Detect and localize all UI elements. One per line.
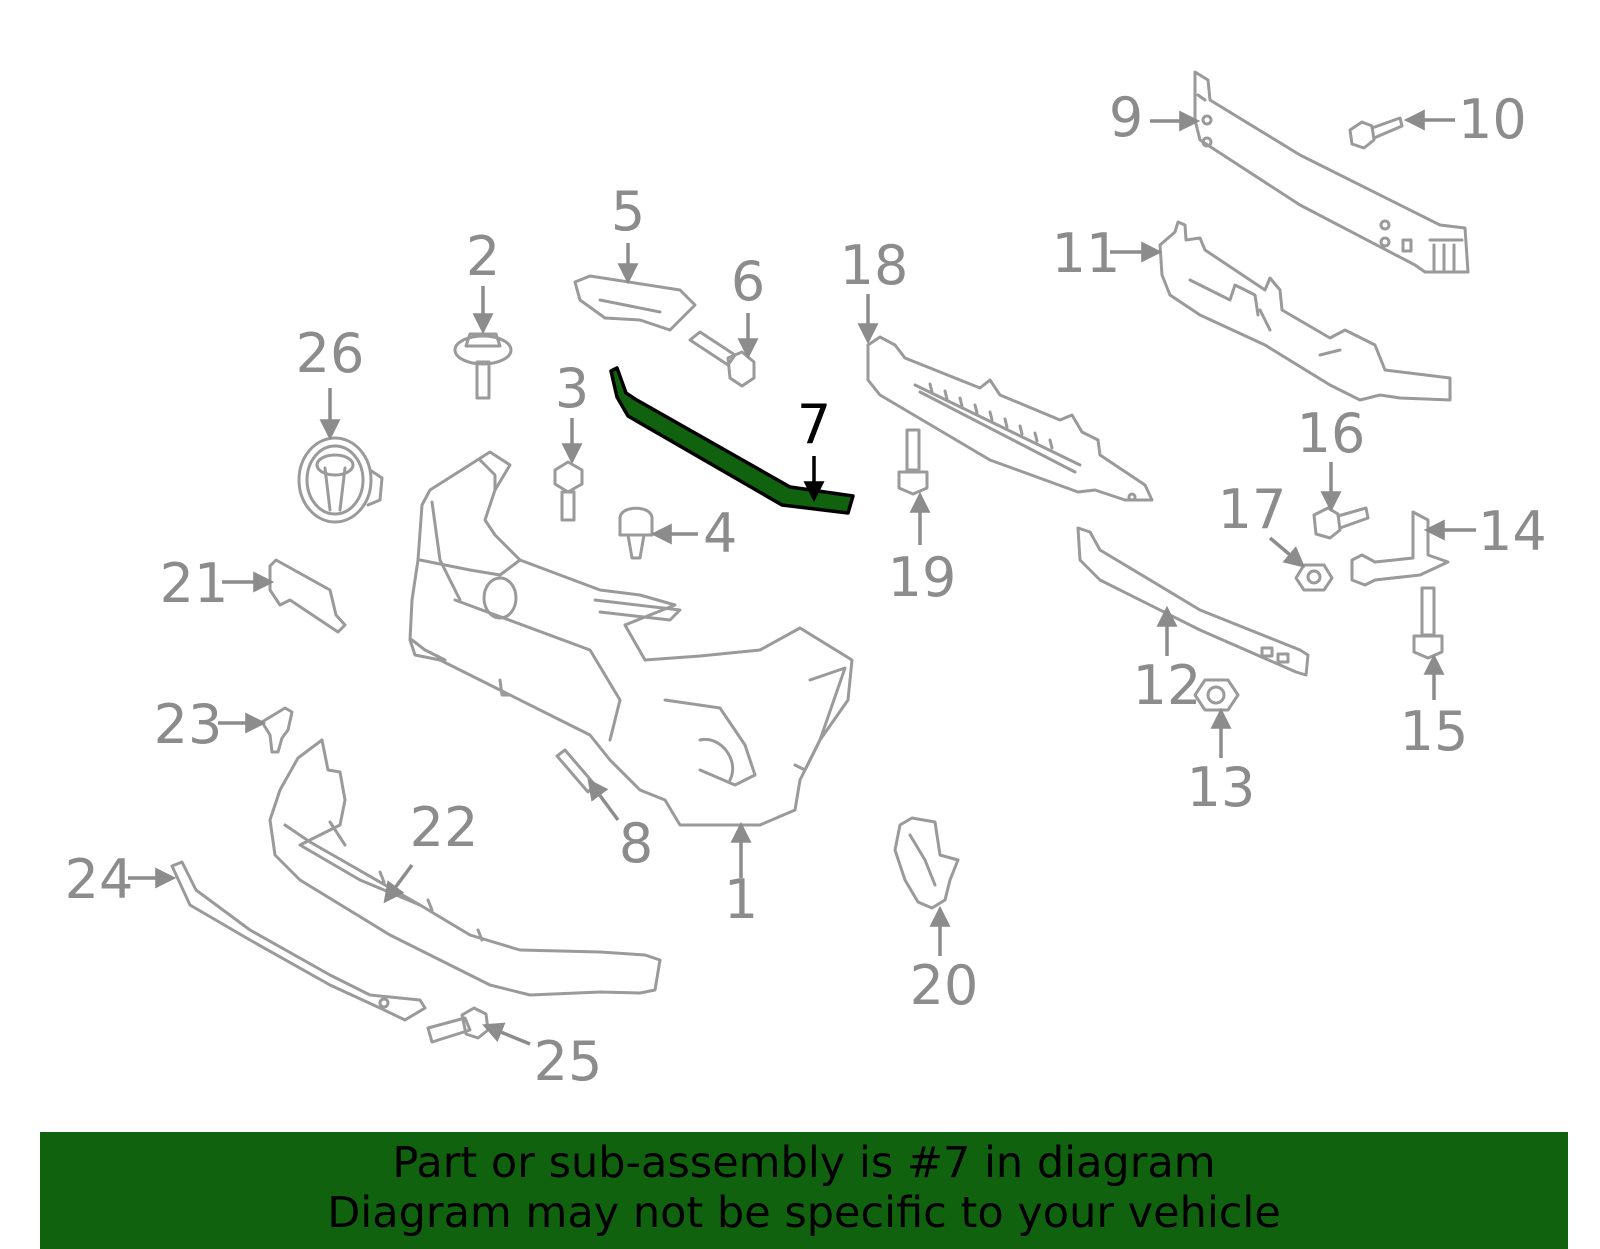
callout-8: 8 <box>619 812 653 875</box>
banner-line-2: Diagram may not be specific to your vehi… <box>327 1188 1281 1238</box>
callout-4: 4 <box>703 502 737 565</box>
callout-labels: 1 2 3 4 5 6 7 8 9 10 11 12 13 14 15 16 1… <box>65 86 1547 1093</box>
part-6-bolt <box>688 330 756 388</box>
callout-23: 23 <box>154 693 223 756</box>
callout-12: 12 <box>1133 654 1202 717</box>
callout-10: 10 <box>1458 88 1527 151</box>
part-1-bumper-cover <box>408 450 854 827</box>
callout-15: 15 <box>1400 700 1469 763</box>
callout-13: 13 <box>1187 756 1256 819</box>
callout-arrows <box>128 109 1476 1046</box>
part-26-emblem <box>297 436 384 524</box>
part-7-highlighted[interactable] <box>609 366 855 515</box>
part-14-bracket <box>1350 510 1450 587</box>
part-24-lower-trim <box>170 860 427 1022</box>
part-15-bolt <box>1412 586 1444 660</box>
part-8-reflector <box>555 748 597 794</box>
part-3-bolt <box>553 460 584 522</box>
callout-17: 17 <box>1218 478 1287 541</box>
callout-26: 26 <box>296 322 365 385</box>
info-banner: Part or sub-assembly is #7 in diagram Di… <box>40 1132 1568 1249</box>
part-23-clip <box>260 706 294 754</box>
callout-9: 9 <box>1109 86 1143 149</box>
part-11-absorber <box>1158 220 1452 402</box>
callout-2: 2 <box>466 225 500 288</box>
part-9-reinforcement <box>1193 70 1470 274</box>
part-12-lower-reinforcement <box>1076 526 1310 677</box>
callout-6: 6 <box>731 250 765 313</box>
callout-22: 22 <box>410 796 479 859</box>
callout-19: 19 <box>888 546 957 609</box>
banner-line-1: Part or sub-assembly is #7 in diagram <box>392 1138 1216 1188</box>
part-5-bracket <box>573 274 697 332</box>
part-10-bolt <box>1348 116 1404 150</box>
part-2-bolt <box>453 332 513 400</box>
part-17-clip <box>1294 563 1334 592</box>
part-25-bolt <box>426 1006 490 1044</box>
callout-18: 18 <box>840 234 909 297</box>
callout-1: 1 <box>724 868 758 931</box>
callout-7[interactable]: 7 <box>797 393 831 456</box>
parts-diagram: 1 2 3 4 5 6 7 8 9 10 11 12 13 14 15 16 1… <box>65 70 1547 1093</box>
part-16-bolt <box>1312 506 1370 540</box>
callout-3: 3 <box>555 357 589 420</box>
part-18-support <box>866 335 1154 502</box>
callout-16: 16 <box>1297 402 1366 465</box>
callout-20: 20 <box>910 954 979 1017</box>
part-19-bolt <box>897 428 929 496</box>
callout-24: 24 <box>65 848 134 911</box>
callout-14: 14 <box>1478 500 1547 563</box>
callout-25: 25 <box>534 1030 603 1093</box>
part-13-nut <box>1193 678 1240 712</box>
callout-5: 5 <box>611 180 645 243</box>
callout-11: 11 <box>1052 222 1121 285</box>
part-20-bracket <box>893 816 960 910</box>
part-22-lower-spoiler <box>268 738 662 997</box>
callout-21: 21 <box>160 552 229 615</box>
part-21-bracket <box>268 558 347 634</box>
part-4-clip <box>618 506 654 560</box>
